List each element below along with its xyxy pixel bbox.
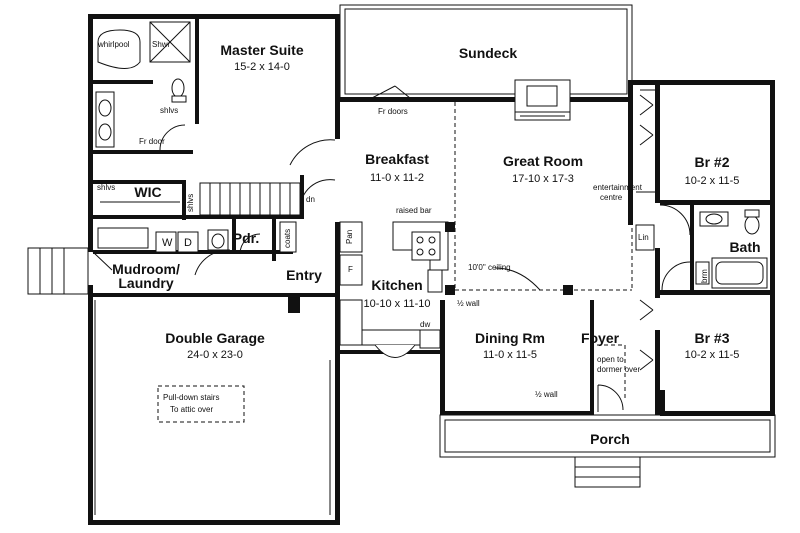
washer-label: W bbox=[162, 237, 173, 249]
open-dormer-label-1: open to bbox=[597, 355, 624, 364]
double-garage-name: Double Garage bbox=[165, 330, 265, 346]
pulldown-label-1: Pull-down stairs bbox=[163, 393, 219, 402]
open-dormer-label-2: dormer over bbox=[597, 365, 640, 374]
french-doors-label: Fr doors bbox=[378, 107, 408, 116]
br3-name: Br #3 bbox=[694, 330, 729, 346]
kitchen-layout bbox=[335, 221, 455, 358]
great-room-name: Great Room bbox=[503, 153, 583, 169]
stair-shelves-label: shlvs bbox=[186, 194, 195, 212]
dishwasher-label: dw bbox=[420, 320, 430, 329]
pantry-label: Pan bbox=[345, 230, 354, 244]
br2-name: Br #2 bbox=[694, 154, 729, 170]
breakfast-name: Breakfast bbox=[365, 151, 429, 167]
porch-name: Porch bbox=[590, 431, 630, 447]
master-shelves-label: shlvs bbox=[160, 106, 178, 115]
pdr-name: Pdr. bbox=[233, 230, 259, 246]
wic-and-stairs bbox=[93, 175, 336, 220]
double-garage-dims: 24-0 x 23-0 bbox=[187, 349, 243, 361]
whirlpool-label: whirlpool bbox=[97, 40, 130, 49]
linen-label: Lin bbox=[638, 233, 649, 242]
entertainment-label-2: centre bbox=[600, 193, 623, 202]
master-suite-dims: 15-2 x 14-0 bbox=[234, 61, 290, 73]
dining-name: Dining Rm bbox=[475, 330, 545, 346]
coats-label: coats bbox=[283, 229, 292, 248]
kitchen-name: Kitchen bbox=[371, 277, 422, 293]
bedroom-wing bbox=[635, 85, 775, 415]
sundeck-name: Sundeck bbox=[459, 45, 518, 61]
breakfast-dims: 11-0 x 11-2 bbox=[370, 172, 424, 184]
br2-dims: 10-2 x 11-5 bbox=[685, 175, 740, 187]
down-label: dn bbox=[306, 195, 315, 204]
half-wall-label-2: ½ wall bbox=[535, 390, 558, 399]
exterior-walls bbox=[88, 14, 775, 525]
shower-label: Shwr bbox=[152, 40, 171, 49]
garage-details bbox=[94, 293, 331, 515]
raised-bar-label: raised bar bbox=[396, 206, 432, 215]
great-room-dims: 17-10 x 17-3 bbox=[512, 173, 574, 185]
dryer-label: D bbox=[184, 237, 192, 249]
entry-name: Entry bbox=[286, 267, 322, 283]
ceiling-label: 10'0" ceiling bbox=[468, 263, 511, 272]
room-labels: Master Suite 15-2 x 14-0 Sundeck Breakfa… bbox=[112, 42, 760, 447]
porch-outline bbox=[439, 414, 776, 488]
mudroom-name-line2: Laundry bbox=[118, 275, 173, 291]
kitchen-dims: 10-10 x 11-10 bbox=[363, 298, 430, 310]
half-wall-label-1: ½ wall bbox=[457, 299, 480, 308]
master-suite-name: Master Suite bbox=[220, 42, 303, 58]
bath-name: Bath bbox=[729, 239, 760, 255]
mudroom-name-line1: Mudroom/ bbox=[112, 261, 180, 277]
pulldown-label-2: To attic over bbox=[170, 405, 213, 414]
master-bath bbox=[93, 19, 336, 166]
wic-shelves-label: shlvs bbox=[97, 183, 115, 192]
broom-label: brm bbox=[700, 269, 709, 283]
wic-name: WIC bbox=[134, 184, 161, 200]
french-door-label: Fr door bbox=[139, 137, 165, 146]
sundeck-outline bbox=[339, 4, 633, 121]
laundry-area bbox=[27, 219, 297, 295]
foyer-name: Foyer bbox=[581, 330, 620, 346]
br3-dims: 10-2 x 11-5 bbox=[685, 349, 740, 361]
fridge-label: F bbox=[348, 265, 353, 274]
great-room-lines bbox=[454, 100, 633, 415]
annotation-labels: whirlpool Shwr shlvs Fr door shlvs shlvs… bbox=[97, 40, 709, 414]
entertainment-label-1: entertainment bbox=[593, 183, 643, 192]
dining-dims: 11-0 x 11-5 bbox=[483, 349, 537, 361]
